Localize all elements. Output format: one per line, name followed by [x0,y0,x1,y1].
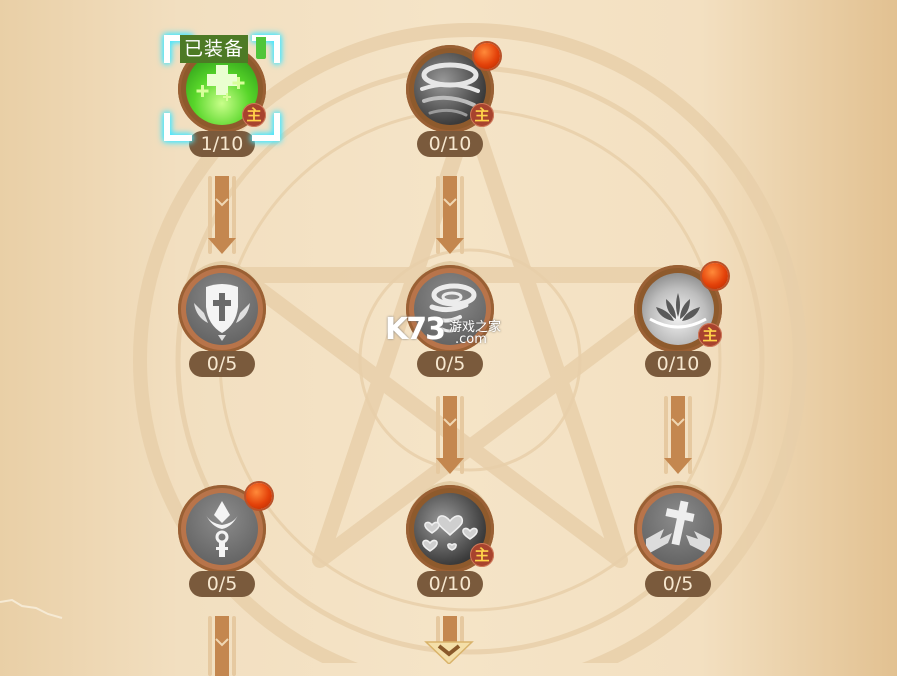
skill-level: 1/10 [189,131,255,157]
chevron-down-icon[interactable] [424,640,474,664]
notification-dot [702,263,728,289]
holy-shield-icon [186,273,258,345]
skill-level: 0/5 [645,571,711,597]
skill-level: 0/5 [189,571,255,597]
main-skill-badge: 主 [242,103,266,127]
main-skill-badge: 主 [470,543,494,567]
scepter-icon [186,493,258,565]
skill-node-scepter[interactable]: 0/5 [162,483,282,645]
notification-dot [474,43,500,69]
skill-node-tornado[interactable]: 0/5 [390,261,510,425]
equipped-selection-frame: 已装备 [150,23,294,159]
tornado-icon [414,273,486,345]
equipped-label: 已装备 [180,35,249,63]
skill-level: 0/10 [645,351,711,377]
watermark-k73: K73 [385,312,446,347]
connector-arrow-c2-r1 [658,396,698,474]
connector-arrow-c1-r1 [430,396,470,474]
skill-node-lotus-bloom[interactable]: 主 0/10 [618,263,738,425]
watermark-logo: K73 游戏之家 .com [385,312,515,352]
skill-node-heal-burst[interactable]: 主 1/10 已装备 [162,35,282,205]
skill-node-hearts[interactable]: 主 0/10 [390,481,510,645]
connector-arrow-c1-r2 [430,616,470,646]
watermark-cn: 游戏之家 [449,320,502,335]
connector-arrow-c1-r0 [430,176,470,254]
skill-node-holy-shield[interactable]: 0/5 [162,261,282,425]
skill-level: 0/10 [417,131,483,157]
skill-level: 0/5 [189,351,255,377]
cracked-cross-icon [642,493,714,565]
connector-arrow-c0-r0 [202,176,242,254]
parchment-crack [0,598,63,619]
skill-level: 0/5 [417,351,483,377]
notification-dot [246,483,272,509]
skill-level: 0/10 [417,571,483,597]
equipped-flag-icon [256,37,266,59]
main-skill-badge: 主 [470,103,494,127]
skill-node-whirlwind[interactable]: 主 0/10 [390,43,510,205]
skill-node-cross-strike[interactable]: 0/5 [618,481,738,645]
connector-arrow-c0-r2 [202,616,242,676]
watermark-domain: .com [455,332,487,347]
main-skill-badge: 主 [698,323,722,347]
